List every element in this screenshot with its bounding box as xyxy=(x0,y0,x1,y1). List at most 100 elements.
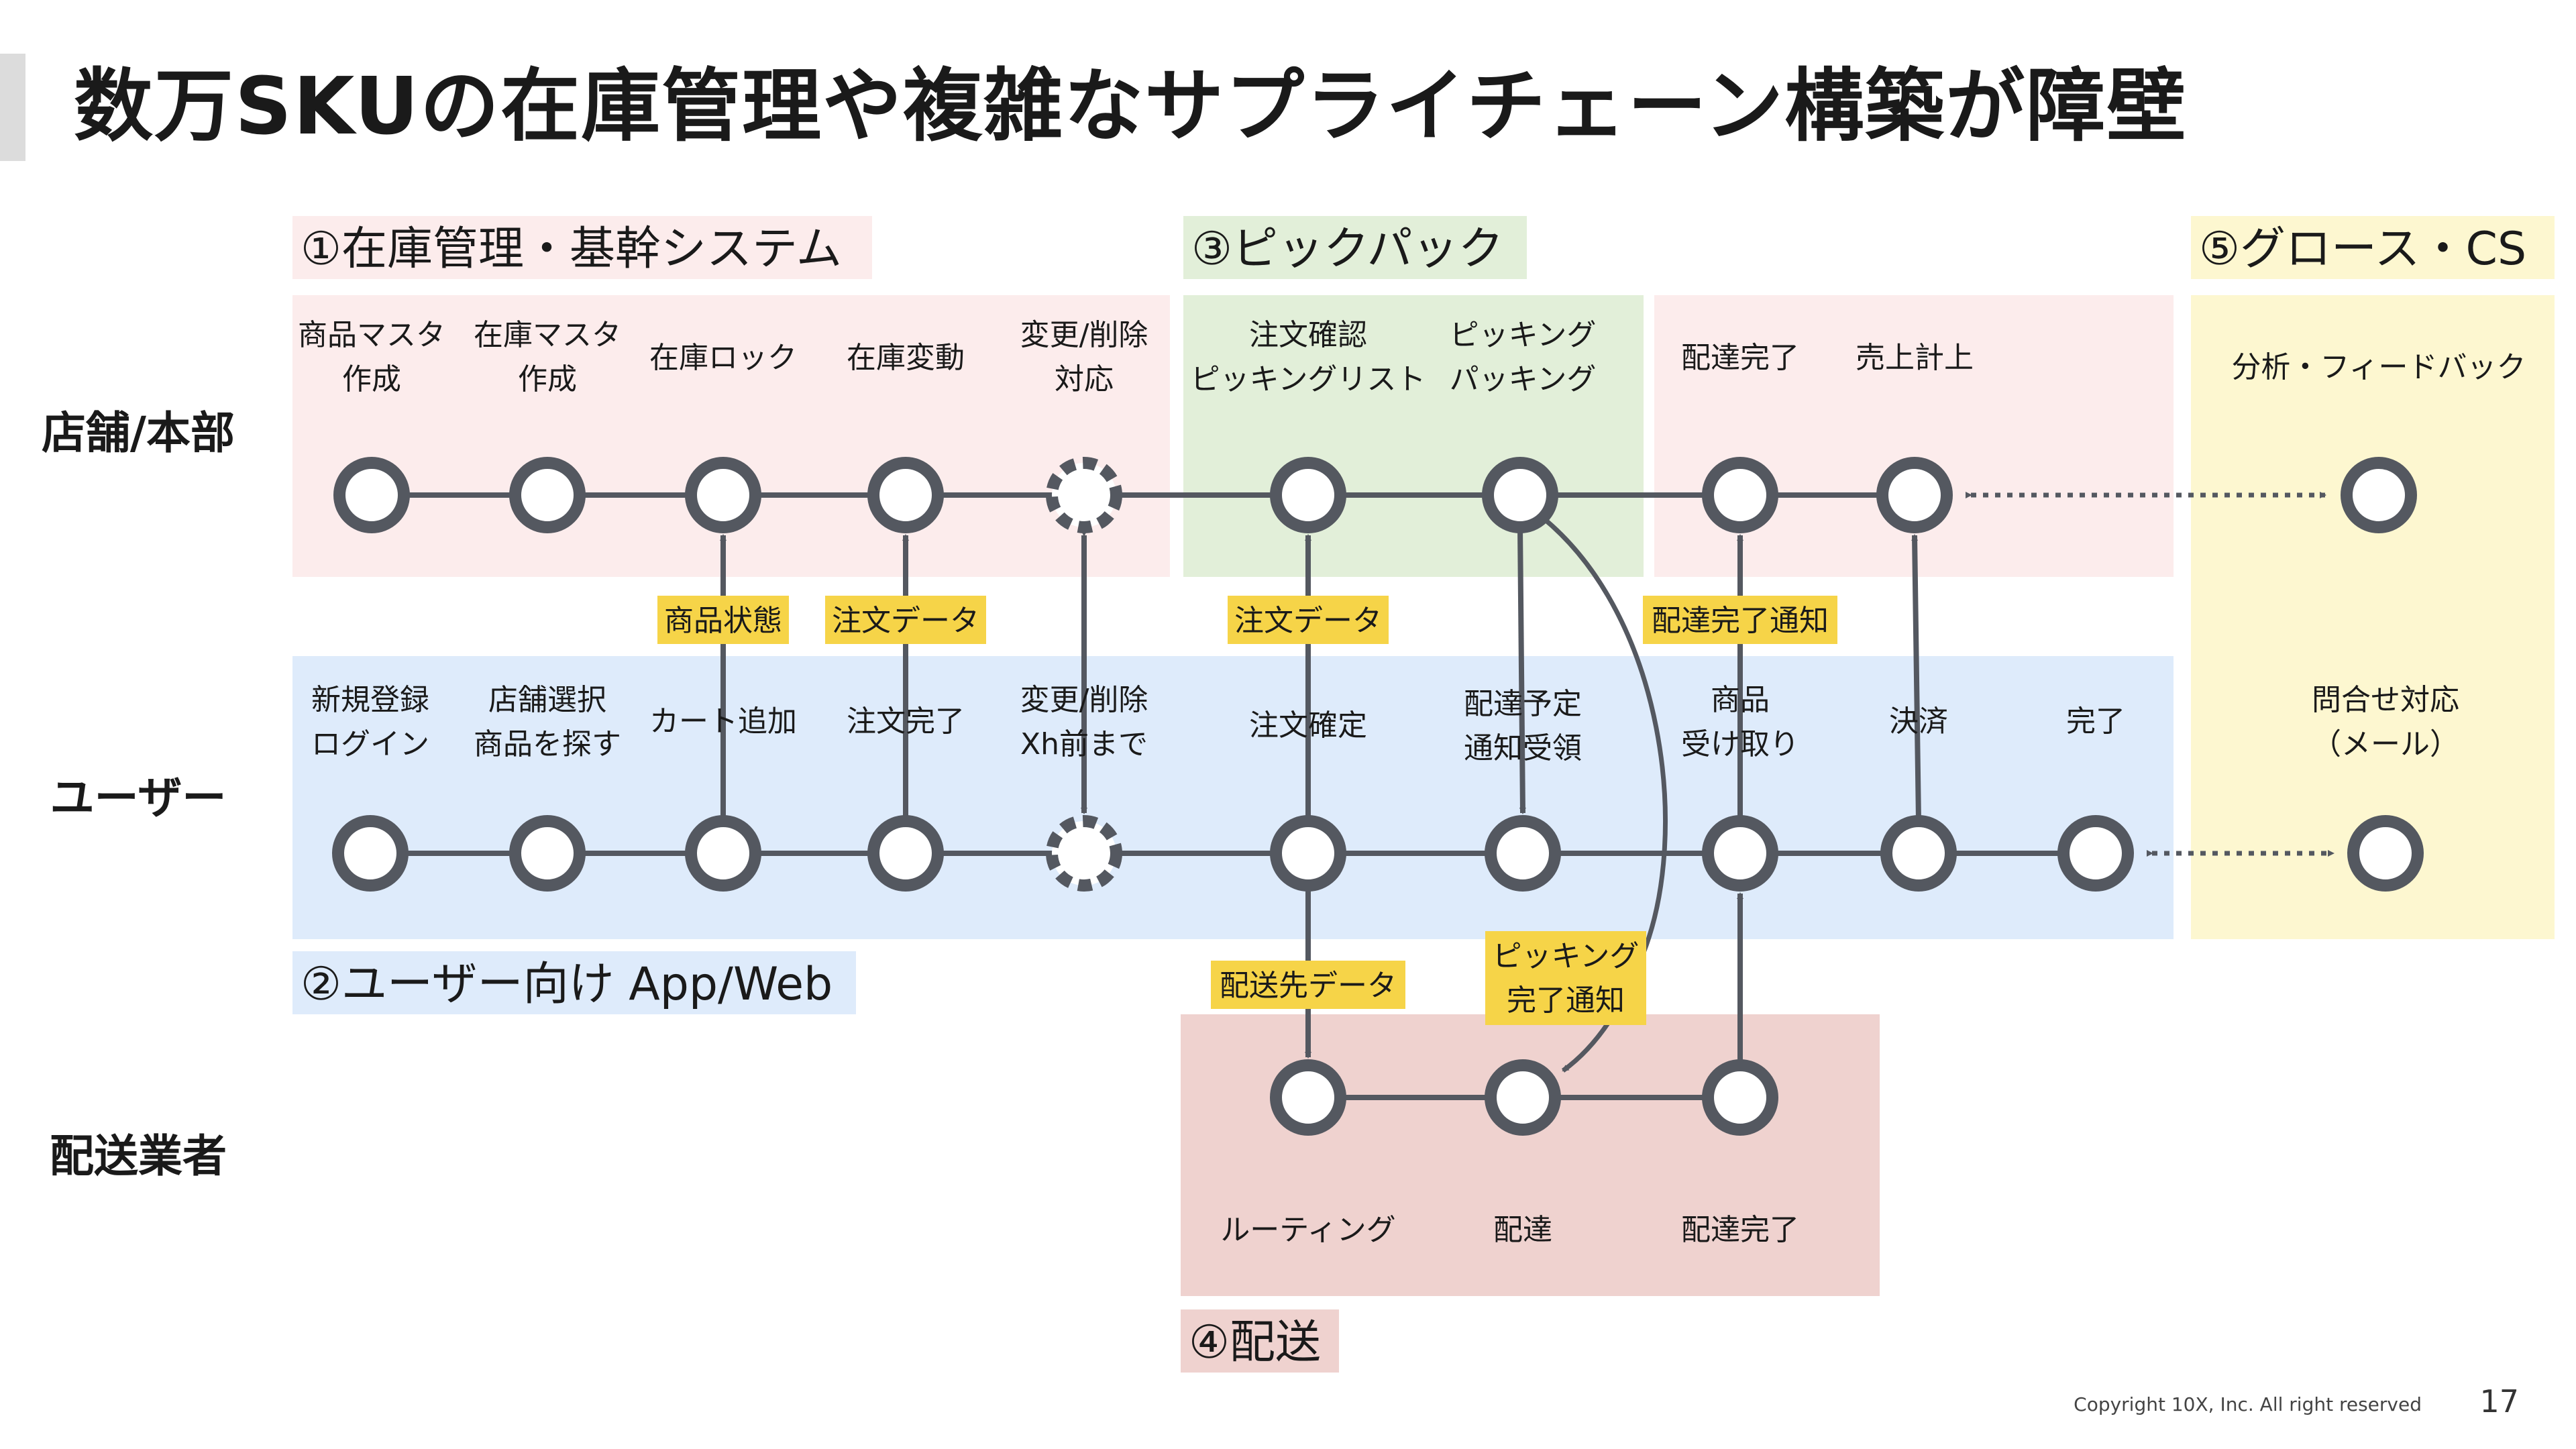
store-step-label: 分析・フィードバック xyxy=(2231,350,2526,384)
store-step-label: 作成 xyxy=(518,362,577,396)
step-node xyxy=(2347,815,2424,892)
step-node xyxy=(1702,1059,1778,1136)
user-step-label: 受け取り xyxy=(1681,727,1799,761)
section-label-bg xyxy=(292,216,872,279)
lane-label: ユーザー xyxy=(50,772,227,824)
step-node xyxy=(685,457,761,533)
section-label: ③ピックパック xyxy=(1191,223,1504,276)
data-tag-label: 配達完了通知 xyxy=(1652,604,1829,638)
flow-arrow xyxy=(1517,527,1526,814)
store-step-label: 在庫変動 xyxy=(847,341,965,375)
user-step-label: 問合せ対応 xyxy=(2312,683,2459,717)
step-node xyxy=(509,815,586,892)
user-step-label: 配達予定 xyxy=(1464,687,1582,721)
store-step-label: 商品マスタ xyxy=(298,318,445,352)
data-tag-label: 注文データ xyxy=(1234,604,1382,638)
section-background xyxy=(1654,295,2174,577)
store-step-label: 配達完了 xyxy=(1681,341,1799,375)
step-node xyxy=(1485,1059,1561,1136)
store-step-label: パッキング xyxy=(1450,362,1597,396)
step-node xyxy=(2057,815,2134,892)
step-node xyxy=(332,815,409,892)
step-node xyxy=(1270,457,1346,533)
section-backgrounds xyxy=(292,295,2555,1296)
data-tag-label: ピッキング xyxy=(1493,939,1640,973)
data-tag-label: 注文データ xyxy=(832,604,979,638)
section-label-bg xyxy=(2191,216,2555,279)
step-node xyxy=(333,457,410,533)
copyright: Copyright 10X, Inc. All right reserved xyxy=(2074,1393,2422,1415)
store-step-label: 売上計上 xyxy=(1856,341,1974,375)
title-accent-bar xyxy=(0,54,25,161)
user-step-label: 新規登録 xyxy=(311,683,429,717)
user-step-label: 完了 xyxy=(2066,704,2125,739)
step-node-dashed xyxy=(1046,457,1122,533)
data-tag-bg xyxy=(1211,961,1405,1009)
user-step-label: Xh前まで xyxy=(1020,727,1148,761)
user-step-label: ログイン xyxy=(311,727,429,761)
step-node xyxy=(1702,457,1778,533)
step-node xyxy=(509,457,586,533)
data-tag-bg xyxy=(825,596,986,644)
user-step-label: 注文完了 xyxy=(847,704,965,739)
section-label-bg xyxy=(1181,1309,1339,1373)
user-step-label: （メール） xyxy=(2312,727,2459,761)
data-tag-bg xyxy=(657,596,789,644)
data-tag-bg xyxy=(1485,931,1646,1025)
section-label: ①在庫管理・基幹システム xyxy=(301,223,842,276)
section-background xyxy=(292,656,2174,939)
user-step-label: 注文確定 xyxy=(1249,708,1367,743)
user-step-label: 変更/削除 xyxy=(1020,683,1148,717)
store-step-label: 作成 xyxy=(342,362,401,396)
user-step-label: 通知受領 xyxy=(1464,731,1582,765)
user-step-label: 商品 xyxy=(1711,683,1770,717)
flow-arrow xyxy=(1911,534,1921,822)
user-step-label: 商品を探す xyxy=(474,727,621,761)
section-label-bg xyxy=(292,951,856,1014)
user-step-label: カート追加 xyxy=(649,704,797,739)
step-node xyxy=(867,815,944,892)
lane-label: 店舗/本部 xyxy=(42,407,235,459)
step-node xyxy=(1876,457,1953,533)
user-step-label: 決済 xyxy=(1889,704,1948,739)
section-background xyxy=(1181,1014,1880,1296)
user-step-label: 店舗選択 xyxy=(488,683,606,717)
data-tag-label: 商品状態 xyxy=(664,604,782,638)
step-node xyxy=(2341,457,2417,533)
store-step-label: 在庫マスタ xyxy=(474,318,621,352)
step-node xyxy=(1702,815,1778,892)
step-node xyxy=(1270,1059,1346,1136)
data-tag-bg xyxy=(1228,596,1389,644)
store-step-label: 注文確認 xyxy=(1249,318,1367,352)
step-node xyxy=(1482,457,1558,533)
step-node xyxy=(1485,815,1561,892)
store-step-label: 対応 xyxy=(1055,362,1114,396)
step-node xyxy=(1880,815,1957,892)
delivery-step-label: 配達完了 xyxy=(1681,1213,1799,1247)
lane-label: 配送業者 xyxy=(50,1130,227,1182)
data-tag-bg xyxy=(1643,596,1837,644)
slide-title: 数万SKUの在庫管理や複雑なサプライチェーン構築が障壁 xyxy=(74,60,2188,152)
store-step-label: 在庫ロック xyxy=(649,341,797,375)
step-node xyxy=(867,457,944,533)
store-step-label: ピッキング xyxy=(1450,318,1597,352)
step-nodes xyxy=(332,457,2424,1136)
section-background xyxy=(1183,295,1644,577)
delivery-step-label: 配達 xyxy=(1493,1213,1552,1247)
section-label: ④配送 xyxy=(1189,1316,1321,1369)
step-labels: 商品マスタ作成在庫マスタ作成在庫ロック在庫変動変更/削除対応注文確認ピッキングリ… xyxy=(298,318,2526,1247)
section-label-bg xyxy=(1183,216,1527,279)
section-label: ②ユーザー向け App/Web xyxy=(301,958,833,1011)
data-tag-label: 配送先データ xyxy=(1220,969,1397,1003)
delivery-step-label: ルーティング xyxy=(1220,1213,1395,1247)
data-tag-label: 完了通知 xyxy=(1507,983,1625,1018)
store-step-label: ピッキングリスト xyxy=(1191,362,1426,396)
step-node xyxy=(1270,815,1346,892)
picking-complete-curve xyxy=(1541,516,1668,1073)
store-step-label: 変更/削除 xyxy=(1020,318,1148,352)
